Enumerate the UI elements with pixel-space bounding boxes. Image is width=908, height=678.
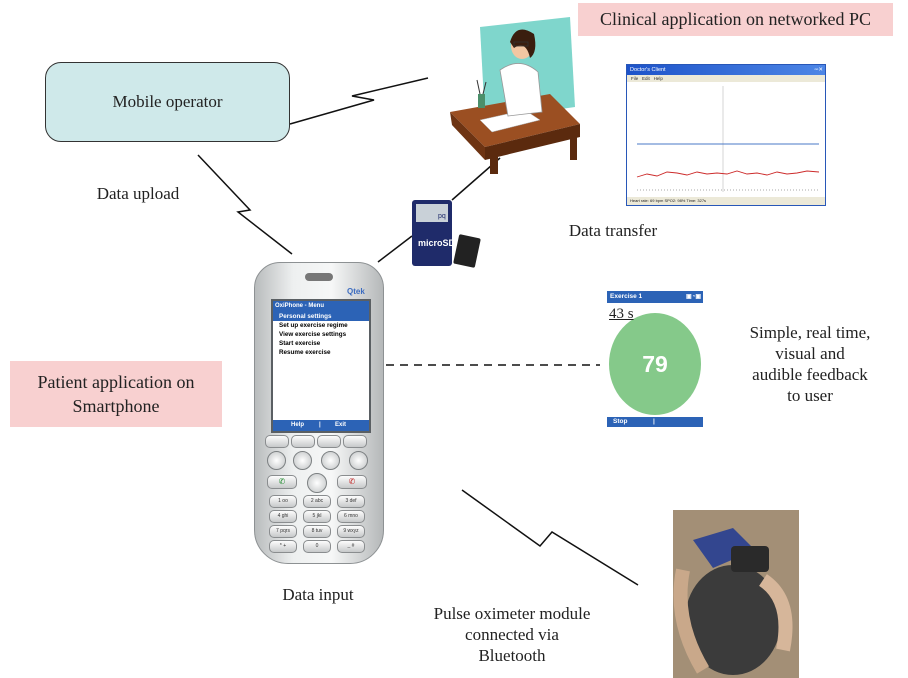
oximeter-line-1: Pulse oximeter module bbox=[433, 604, 591, 623]
exercise-softkey-bar: Stop | bbox=[607, 417, 703, 427]
feedback-caption: Simple, real time, visual and audible fe… bbox=[726, 322, 894, 406]
feedback-line-3: audible feedback bbox=[752, 365, 868, 384]
phone-key-back[interactable] bbox=[317, 435, 341, 448]
sd-card-label: pq bbox=[438, 213, 446, 220]
phone-speaker bbox=[305, 273, 333, 281]
clinical-application-label: Clinical application on networked PC bbox=[578, 3, 893, 36]
pc-signal-plot bbox=[636, 86, 820, 192]
phone-key-right-soft[interactable] bbox=[343, 435, 367, 448]
microsd-card: microSD pq bbox=[412, 198, 487, 275]
menu-item-start-exercise[interactable]: Start exercise bbox=[279, 340, 321, 347]
oxygen-level-value: 79 bbox=[642, 350, 668, 377]
keypad-key-9[interactable]: 9 wxyz bbox=[337, 525, 365, 538]
pc-status-text: Heart rate: 69 bpm SPO2: 98% Time: 327s bbox=[630, 198, 707, 203]
pc-window-title-text: Doctor's Client bbox=[630, 67, 666, 73]
phone-call-button[interactable]: ✆ bbox=[267, 475, 297, 489]
keypad-key-8[interactable]: 8 tuv bbox=[303, 525, 331, 538]
pc-menu-edit[interactable]: Edit bbox=[642, 76, 650, 81]
phone-screen-title-text: OxiPhone - Menu bbox=[275, 303, 325, 309]
exercise-screen-title: Exercise 1 ▣◔▣ bbox=[607, 291, 703, 303]
pc-status-bar: Heart rate: 69 bpm SPO2: 98% Time: 327s bbox=[627, 197, 825, 205]
patient-application-label: Patient application on Smartphone bbox=[10, 361, 222, 427]
phone-nav-next-icon[interactable] bbox=[349, 451, 368, 470]
keypad-key-star[interactable]: * + bbox=[269, 540, 297, 553]
status-icons: ▣◔▣ bbox=[686, 294, 701, 300]
exercise-title-text: Exercise 1 bbox=[610, 293, 643, 300]
phone-key-left-soft[interactable] bbox=[265, 435, 289, 448]
softkey-divider: | bbox=[319, 422, 321, 428]
keypad-key-hash[interactable]: _ # bbox=[337, 540, 365, 553]
phone-nav-right-icon[interactable] bbox=[321, 451, 340, 470]
link-operator-clinic bbox=[289, 77, 429, 125]
phone-nav-left-icon[interactable] bbox=[293, 451, 312, 470]
phone-internet-icon[interactable] bbox=[267, 451, 286, 470]
patient-application-text: Patient application on Smartphone bbox=[37, 372, 195, 416]
pulse-oximeter-caption: Pulse oximeter module connected via Blue… bbox=[412, 603, 612, 666]
sd-card-icon: microSD pq bbox=[412, 200, 481, 268]
data-input-caption: Data input bbox=[282, 585, 354, 604]
phone-brand-logo: Qtek bbox=[347, 287, 365, 296]
link-oximeter-phone bbox=[461, 489, 639, 586]
menu-item-view-exercise[interactable]: View exercise settings bbox=[279, 331, 347, 338]
pc-menu-bar: File Edit Help bbox=[627, 75, 825, 82]
keypad-key-5[interactable]: 5 jkl bbox=[303, 510, 331, 523]
phone-end-button[interactable]: ✆ bbox=[337, 475, 367, 489]
window-controls-icon[interactable]: ▫▫✕ bbox=[814, 67, 823, 73]
phone-screen-title: OxiPhone - Menu bbox=[273, 301, 369, 312]
clinical-pc-window: Doctor's Client ▫▫✕ File Edit Help Heart… bbox=[626, 64, 826, 206]
pc-window-title: Doctor's Client ▫▫✕ bbox=[627, 65, 825, 75]
keypad-key-1[interactable]: 1 oo bbox=[269, 495, 297, 508]
oxygen-level-circle: 79 bbox=[609, 313, 701, 415]
pc-menu-help[interactable]: Help bbox=[653, 76, 663, 81]
stop-button[interactable]: Stop bbox=[613, 418, 628, 425]
keypad-key-4[interactable]: 4 ghi bbox=[269, 510, 297, 523]
data-transfer-caption: Data transfer bbox=[568, 221, 658, 240]
softkey-help[interactable]: Help bbox=[291, 422, 305, 428]
keypad-key-2[interactable]: 2 abc bbox=[303, 495, 331, 508]
exercise-timer: 43 s bbox=[609, 306, 634, 322]
keypad-key-7[interactable]: 7 pqrs bbox=[269, 525, 297, 538]
softkey-divider: | bbox=[653, 418, 655, 425]
link-phone-sd bbox=[377, 235, 413, 263]
keypad-key-0[interactable]: 0 bbox=[303, 540, 331, 553]
data-upload-caption: Data upload bbox=[96, 184, 180, 203]
phone-center-button[interactable] bbox=[307, 473, 327, 493]
pc-menu-file[interactable]: File bbox=[631, 76, 639, 81]
oximeter-line-3: Bluetooth bbox=[478, 646, 546, 665]
oximeter-line-2: connected via bbox=[465, 625, 559, 644]
link-operator-phone bbox=[197, 154, 293, 255]
mobile-operator-label: Mobile operator bbox=[112, 92, 223, 111]
softkey-exit[interactable]: Exit bbox=[335, 422, 347, 428]
menu-item-resume-exercise[interactable]: Resume exercise bbox=[279, 349, 331, 356]
keypad-key-6[interactable]: 6 mno bbox=[337, 510, 365, 523]
keypad-key-3[interactable]: 3 def bbox=[337, 495, 365, 508]
menu-item-personal-settings[interactable]: Personal settings bbox=[273, 312, 369, 321]
smartphone: Qtek OxiPhone - Menu Personal settings S… bbox=[254, 262, 384, 564]
phone-softkey-bar: Help | Exit bbox=[273, 420, 369, 431]
feedback-line-2: visual and bbox=[775, 344, 845, 363]
clinical-application-text: Clinical application on networked PC bbox=[600, 9, 871, 29]
menu-item-setup-exercise[interactable]: Set up exercise regime bbox=[279, 322, 348, 329]
phone-screen: OxiPhone - Menu Personal settings Set up… bbox=[271, 299, 371, 433]
doctor-illustration bbox=[450, 17, 580, 174]
phone-key-home[interactable] bbox=[291, 435, 315, 448]
mobile-operator-node: Mobile operator bbox=[45, 62, 290, 142]
pulse-oximeter-photo bbox=[673, 510, 799, 678]
feedback-line-1: Simple, real time, bbox=[749, 323, 871, 342]
feedback-line-4: to user bbox=[787, 386, 833, 405]
sd-card-brand: microSD bbox=[418, 238, 456, 248]
exercise-feedback-screen: Exercise 1 ▣◔▣ 79 43 s Stop | bbox=[607, 291, 703, 427]
